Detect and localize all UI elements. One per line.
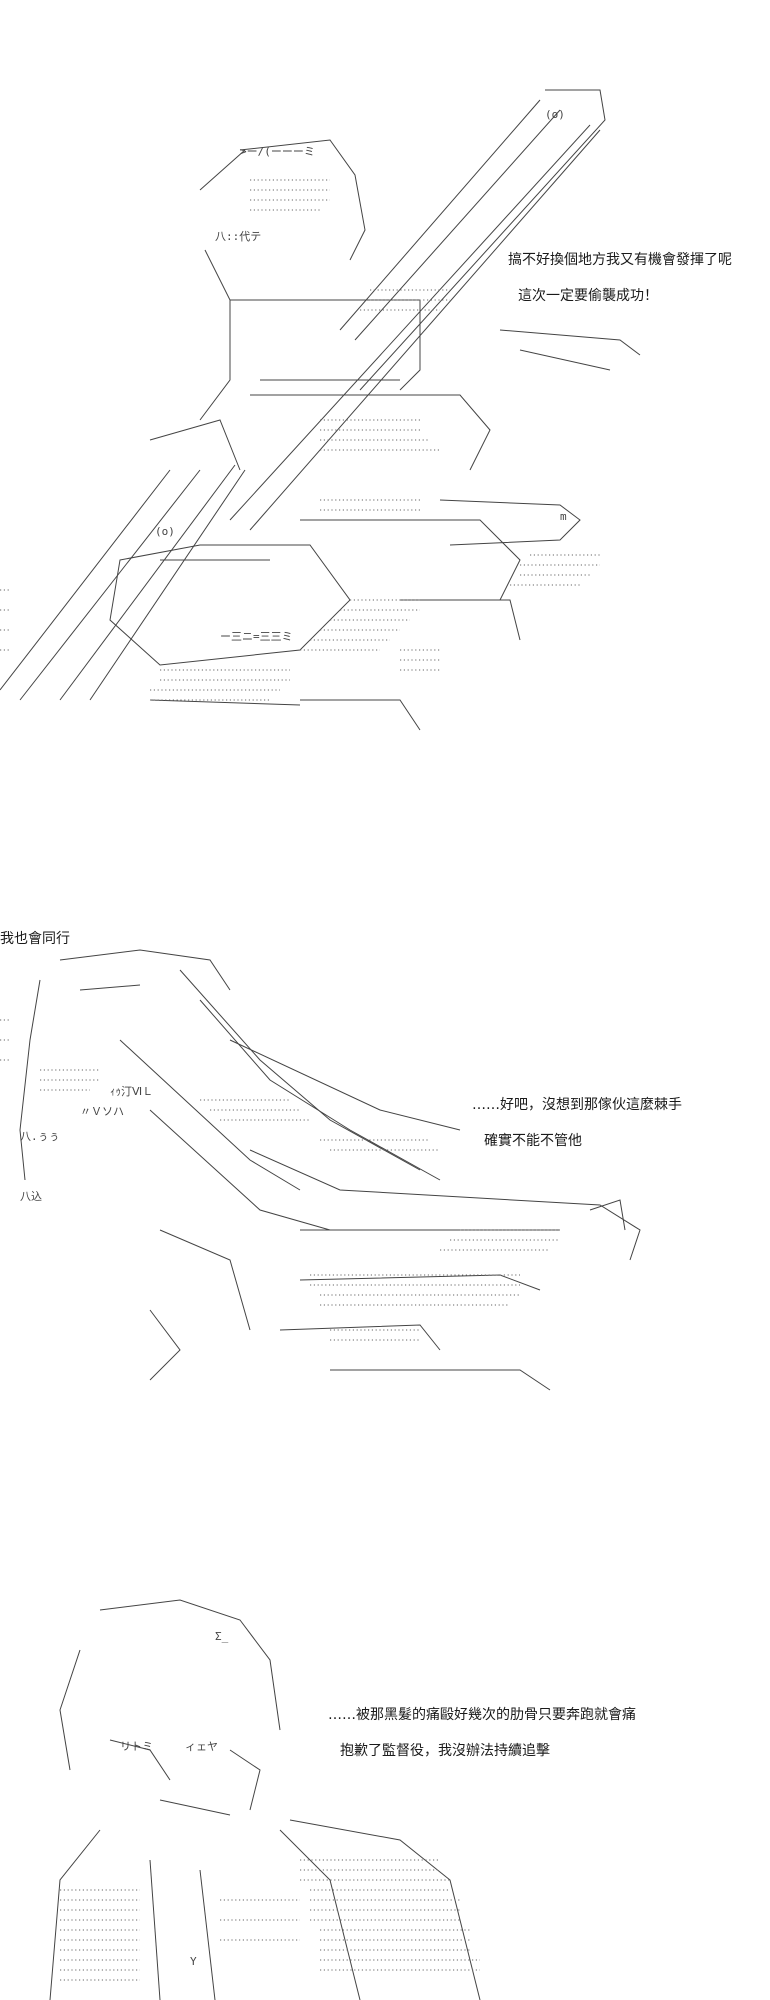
label-glyphs: Σ_ [215, 1630, 229, 1643]
ascii-text-fragments: ｨｩ汀ⅥＬ 〃Ｖソハ 八.ぅぅ 八込 [20, 1085, 153, 1203]
lens-glyphs: (o) [545, 108, 565, 121]
ascii-text-fragments: >ー/(ーーーミ 八::代テ (o) (o) ー三ニ=三三ミ m [155, 108, 567, 643]
panel-2: ｨｩ汀ⅥＬ 〃Ｖソハ 八.ぅぅ 八込 ……好吧，沒想到那傢伙這麼棘手 確實不能不… [0, 930, 770, 1400]
figure-outline [109, 139, 641, 731]
shading-dots [60, 1859, 480, 1981]
chest-glyphs: 八::代テ [215, 230, 261, 243]
figure-outline [19, 949, 641, 1391]
dialogue-line: 確實不能不管他 [484, 1133, 582, 1149]
panel-1: >ー/(ーーーミ 八::代テ (o) (o) ー三ニ=三三ミ m 搞不好換個地方… [0, 0, 770, 740]
face-glyphs: >ー/(ーーーミ [240, 145, 315, 158]
label-glyphs: 八込 [20, 1190, 42, 1203]
dialogue-line: 搞不好換個地方我又有機會發揮了呢 [508, 252, 732, 268]
panel-3-ascii-art: Σ_ リトミ ィェヤ Y [49, 1599, 481, 2000]
shading-dots [0, 179, 600, 701]
label-glyphs: 八.ぅぅ [20, 1130, 60, 1143]
panel-2-ascii-art: ｨｩ汀ⅥＬ 〃Ｖソハ 八.ぅぅ 八込 [0, 949, 641, 1391]
label-glyphs: リトミ [120, 1740, 153, 1753]
label-glyphs: Y [190, 1955, 197, 1968]
small-mark-glyph: m [560, 510, 567, 523]
tag-glyphs: ー三ニ=三三ミ [220, 630, 293, 643]
label-glyphs: ィェヤ [185, 1740, 218, 1753]
dialogue-line: ……好吧，沒想到那傢伙這麼棘手 [472, 1097, 682, 1113]
dialogue-line: 我也會同行 [0, 931, 70, 947]
dialogue-line: 這次一定要偷襲成功！ [518, 288, 658, 304]
ascii-text-fragments: Σ_ リトミ ィェヤ Y [120, 1630, 229, 1968]
shading-dots [0, 1019, 560, 1341]
panel-3: Σ_ リトミ ィェヤ Y ……被那黑髮的痛毆好幾次的肋骨只要奔跑就會痛 抱歉了監… [0, 1580, 770, 2000]
label-glyphs: 〃Ｖソハ [80, 1105, 124, 1118]
rifle-barrel-lines [0, 89, 606, 701]
panel-1-ascii-art: >ー/(ーーーミ 八::代テ (o) (o) ー三ニ=三三ミ m [0, 89, 641, 731]
dialogue-line: ……被那黑髮的痛毆好幾次的肋骨只要奔跑就會痛 [328, 1707, 636, 1723]
inner-lens-glyphs: (o) [155, 525, 175, 538]
label-glyphs: ｨｩ汀ⅥＬ [110, 1085, 153, 1098]
dialogue-line: 抱歉了監督役，我沒辦法持續追擊 [340, 1743, 550, 1759]
